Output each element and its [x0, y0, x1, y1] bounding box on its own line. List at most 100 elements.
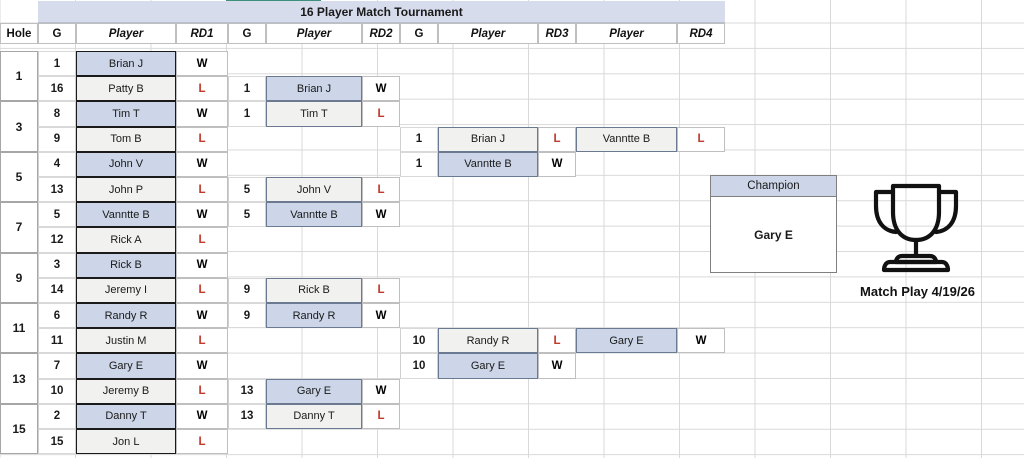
hole-cell: 1 — [0, 51, 38, 102]
round2-game-cell: 9 — [228, 303, 266, 329]
round1-result: L — [176, 126, 228, 152]
round3-result: L — [538, 328, 576, 354]
round2-player-box[interactable]: Tim T — [266, 101, 362, 127]
round2-result: W — [362, 378, 400, 404]
round1-player-box[interactable]: Gary E — [76, 353, 176, 379]
seed-cell: 7 — [38, 353, 76, 379]
round1-player-box[interactable]: John P — [76, 177, 176, 203]
round1-player-box[interactable]: John V — [76, 151, 176, 177]
header-player2: Player — [266, 23, 362, 44]
round3-player-box[interactable]: Vanntte B — [438, 151, 538, 177]
header-rd3: RD3 — [538, 23, 576, 44]
round3-game-cell: 10 — [400, 353, 438, 379]
round2-game-cell: 1 — [228, 76, 266, 102]
round1-player-box[interactable]: Danny T — [76, 403, 176, 429]
round2-player-box[interactable]: Brian J — [266, 76, 362, 102]
round3-player-box[interactable]: Brian J — [438, 126, 538, 152]
round2-player-box[interactable]: Randy R — [266, 303, 362, 329]
round1-player-box[interactable]: Randy R — [76, 303, 176, 329]
round2-result: W — [362, 202, 400, 228]
round3-player-box[interactable]: Randy R — [438, 328, 538, 354]
round1-player-box[interactable]: Patty B — [76, 76, 176, 102]
round2-game-cell: 5 — [228, 202, 266, 228]
hole-cell: 9 — [0, 252, 38, 303]
seed-cell: 14 — [38, 277, 76, 303]
round4-result: L — [677, 126, 725, 152]
seed-cell: 8 — [38, 101, 76, 127]
trophy-icon — [873, 183, 959, 273]
round2-player-box[interactable]: Gary E — [266, 378, 362, 404]
round2-game-cell: 13 — [228, 378, 266, 404]
round4-player-box[interactable]: Gary E — [576, 328, 677, 354]
round1-result: W — [176, 252, 228, 278]
round1-player-box[interactable]: Justin M — [76, 328, 176, 354]
round2-player-box[interactable]: Rick B — [266, 277, 362, 303]
round1-player-box[interactable]: Jeremy I — [76, 277, 176, 303]
hole-cell: 5 — [0, 151, 38, 203]
seed-cell: 6 — [38, 303, 76, 329]
round3-result: L — [538, 126, 576, 152]
header-g1: G — [38, 23, 76, 44]
round1-player-box[interactable]: Tom B — [76, 126, 176, 152]
round2-player-box[interactable]: Danny T — [266, 403, 362, 429]
seed-cell: 3 — [38, 252, 76, 278]
round2-result: W — [362, 76, 400, 102]
round3-result: W — [538, 151, 576, 177]
header-player1: Player — [76, 23, 176, 44]
round1-result: L — [176, 429, 228, 455]
seed-cell: 4 — [38, 151, 76, 177]
round3-game-cell: 1 — [400, 126, 438, 152]
round1-result: L — [176, 328, 228, 354]
champion-label: Champion — [711, 176, 836, 197]
seed-cell: 1 — [38, 51, 76, 77]
round1-result: L — [176, 277, 228, 303]
round2-game-cell: 1 — [228, 101, 266, 127]
round1-result: W — [176, 403, 228, 429]
round1-result: W — [176, 202, 228, 228]
round3-game-cell: 1 — [400, 151, 438, 177]
round3-player-box[interactable]: Gary E — [438, 353, 538, 379]
round2-result: L — [362, 101, 400, 127]
seed-cell: 13 — [38, 177, 76, 203]
seed-cell: 10 — [38, 378, 76, 404]
seed-cell: 11 — [38, 328, 76, 354]
match-play-date: Match Play 4/19/26 — [860, 283, 975, 299]
round4-result: W — [677, 328, 725, 354]
round1-player-box[interactable]: Jon L — [76, 429, 176, 455]
hole-cell: 3 — [0, 101, 38, 152]
round1-player-box[interactable]: Rick A — [76, 227, 176, 253]
header-player4: Player — [576, 23, 677, 44]
header-rd1: RD1 — [176, 23, 228, 44]
round1-result: W — [176, 353, 228, 379]
round2-game-cell: 5 — [228, 177, 266, 203]
round1-player-box[interactable]: Brian J — [76, 51, 176, 77]
seed-cell: 9 — [38, 126, 76, 152]
seed-cell: 16 — [38, 76, 76, 102]
round2-result: L — [362, 277, 400, 303]
round1-result: W — [176, 303, 228, 329]
round1-player-box[interactable]: Tim T — [76, 101, 176, 127]
round2-player-box[interactable]: Vanntte B — [266, 202, 362, 228]
round4-player-box[interactable]: Vanntte B — [576, 126, 677, 152]
round1-result: W — [176, 51, 228, 77]
header-g2: G — [228, 23, 266, 44]
round2-result: W — [362, 303, 400, 329]
seed-cell: 5 — [38, 202, 76, 228]
round1-result: L — [176, 378, 228, 404]
round2-game-cell: 9 — [228, 277, 266, 303]
hole-cell: 11 — [0, 303, 38, 354]
round3-game-cell: 10 — [400, 328, 438, 354]
champion-name: Gary E — [754, 227, 793, 242]
round1-player-box[interactable]: Jeremy B — [76, 378, 176, 404]
round1-player-box[interactable]: Vanntte B — [76, 202, 176, 228]
round1-player-box[interactable]: Rick B — [76, 252, 176, 278]
header-player3: Player — [438, 23, 538, 44]
round1-result: L — [176, 76, 228, 102]
round2-player-box[interactable]: John V — [266, 177, 362, 203]
hole-cell: 13 — [0, 353, 38, 404]
round1-result: L — [176, 177, 228, 203]
round2-game-cell: 13 — [228, 403, 266, 429]
hole-cell: 15 — [0, 403, 38, 455]
seed-cell: 15 — [38, 429, 76, 455]
